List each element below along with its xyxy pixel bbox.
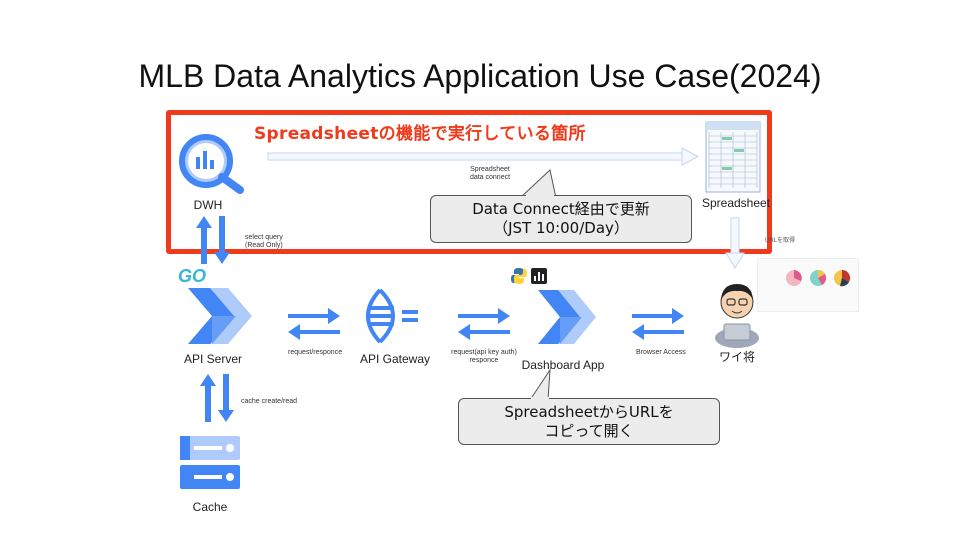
go-logo: GO <box>178 266 207 286</box>
data-connect-callout: Data Connect経由で更新 （JST 10:00/Day） <box>430 195 692 243</box>
dwh-label: DWH <box>193 198 223 212</box>
dashboard-app-icon <box>538 290 596 344</box>
spreadsheet-scope-box <box>166 110 772 254</box>
data-connect-edge-label: Spreadsheet data connect <box>469 166 511 181</box>
apigee-icon <box>188 288 252 344</box>
dwh-api-arrows <box>196 216 230 264</box>
user-label: ワイ将 <box>718 350 755 364</box>
dashboard-app-label: Dashboard App <box>521 358 605 372</box>
api-server-label: API Server <box>183 352 243 366</box>
sheets-icon <box>705 121 761 193</box>
bigquery-icon <box>179 134 244 194</box>
data-connect-arrow <box>267 147 700 166</box>
memorystore-icon <box>180 436 240 489</box>
api-key-auth-label: request(api key auth) responce <box>451 349 517 364</box>
callout-pointer-cover <box>526 194 554 197</box>
dashboard-icon <box>531 268 547 284</box>
user-avatar-icon <box>715 284 759 348</box>
slide-title: MLB Data Analytics Application Use Case(… <box>138 58 822 94</box>
spreadsheet-scope-label: Spreadsheetの機能で実行している箇所 <box>254 124 586 144</box>
api-gateway-label: API Gateway <box>359 352 431 366</box>
spreadsheet-user-arrow <box>725 217 745 269</box>
select-query-label: select query (Read Only) <box>245 234 283 249</box>
gateway-dashboard-arrows <box>458 308 510 340</box>
request-response-label: request/responce <box>288 349 343 356</box>
copy-url-callout: SpreadsheetからURLを コピって開く <box>458 398 720 445</box>
callout-pointer-2-cover <box>531 397 549 400</box>
server-cache-arrows <box>200 374 234 422</box>
api-gateway-icon <box>366 288 418 344</box>
cache-rw-label: cache create/read <box>241 398 298 405</box>
cache-label: Cache <box>192 500 228 514</box>
python-icon <box>511 268 527 284</box>
dashboard-user-arrows <box>632 308 684 340</box>
pie-chart-icon <box>786 269 851 287</box>
spreadsheet-label: Spreadsheet <box>701 196 771 210</box>
server-gateway-arrows <box>288 308 340 340</box>
browser-access-label: Browser Access <box>636 349 686 356</box>
url-get-label: URLを取得 <box>765 238 796 244</box>
